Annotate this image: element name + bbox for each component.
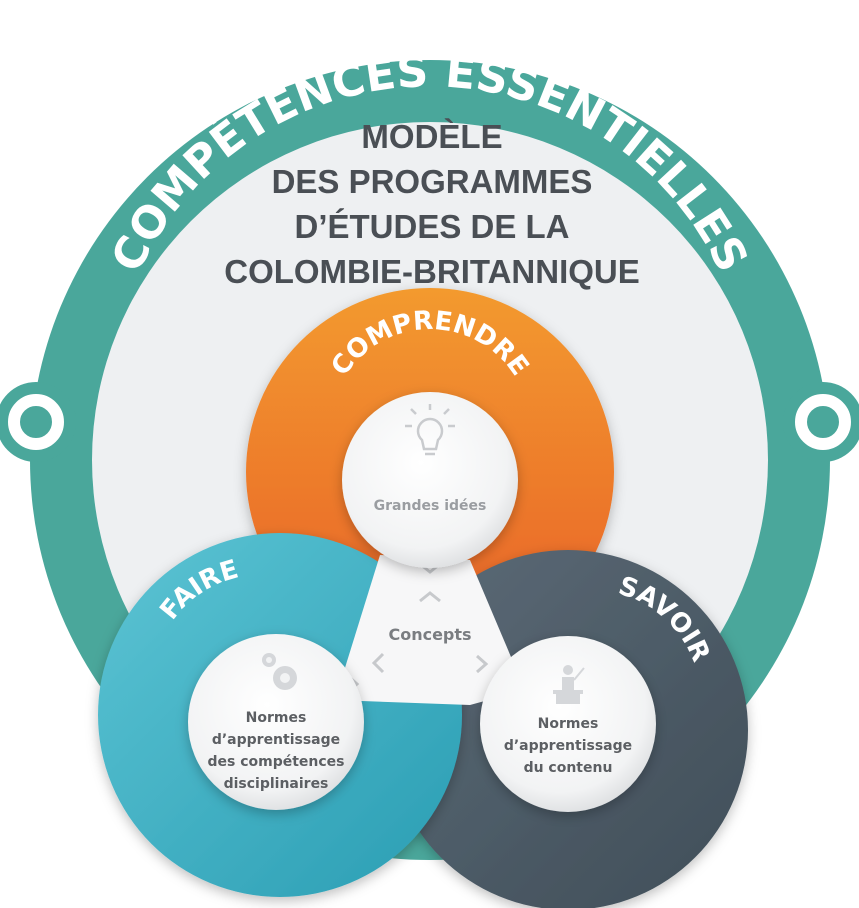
faire-center-line-1: Normes xyxy=(246,710,307,726)
savoir-center xyxy=(480,636,656,812)
title-line-2: DES PROGRAMMES xyxy=(272,163,593,200)
savoir-center-line-3: du contenu xyxy=(524,760,613,776)
comprendre-center xyxy=(342,392,518,568)
comprendre-center-text: Grandes idées xyxy=(374,498,487,514)
gears-icon xyxy=(262,653,297,690)
title-line-4: COLOMBIE-BRITANNIQUE xyxy=(224,253,640,290)
chevron-right-icon xyxy=(476,654,489,674)
teacher-icon xyxy=(553,665,585,704)
left-ring-hole xyxy=(8,394,64,450)
chevron-left-icon xyxy=(371,652,385,674)
title-line-3: D’ÉTUDES DE LA xyxy=(294,208,569,245)
savoir-center-line-1: Normes xyxy=(538,716,599,732)
chevron-up-icon xyxy=(419,591,441,603)
lightbulb-icon xyxy=(405,404,455,456)
concepts-area xyxy=(335,555,525,705)
title-line-1: MODÈLE xyxy=(361,118,502,155)
right-ring-hole xyxy=(795,394,851,450)
faire-center-line-4: disciplinaires xyxy=(224,776,329,792)
savoir-center-line-2: d’apprentissage xyxy=(504,738,632,754)
concepts-label: Concepts xyxy=(388,625,471,644)
faire-center-line-2: d’apprentissage xyxy=(212,732,340,748)
faire-center-line-3: des compétences xyxy=(207,754,344,770)
faire-center xyxy=(188,634,364,810)
